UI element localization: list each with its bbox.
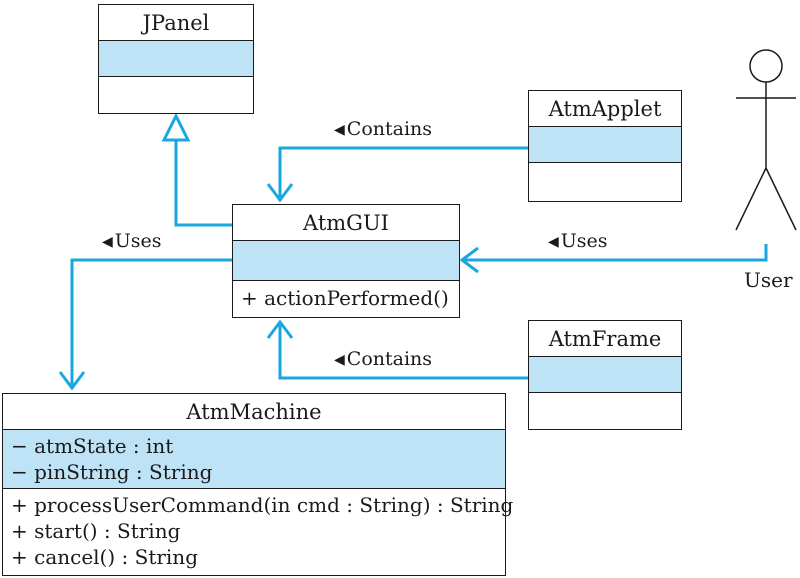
attributes-compartment: [529, 127, 681, 163]
operations-compartment: + processUserCommand(in cmd : String) : …: [3, 489, 514, 570]
operation-row: + processUserCommand(in cmd : String) : …: [11, 493, 514, 517]
class-name: AtmMachine: [3, 394, 505, 430]
class-jpanel[interactable]: JPanel: [98, 4, 254, 114]
class-name: JPanel: [99, 5, 253, 41]
left-triangle-icon: ◀: [548, 234, 559, 250]
class-name: AtmFrame: [529, 321, 681, 357]
left-triangle-icon: ◀: [102, 234, 113, 250]
class-atmapplet[interactable]: AtmApplet: [528, 90, 682, 202]
uses-machine-label: ◀Uses: [102, 230, 162, 252]
user-actor-figure: [735, 49, 797, 231]
left-triangle-icon: ◀: [334, 122, 345, 138]
operation-row: + cancel() : String: [11, 545, 198, 569]
operations-compartment: + actionPerformed(): [233, 281, 459, 311]
user-uses-line: [462, 244, 768, 262]
frame-contains-line: [278, 322, 528, 380]
applet-contains-line: [278, 146, 528, 200]
applet-contains-label: ◀Contains: [334, 118, 433, 140]
user-uses-arrowhead: [459, 246, 479, 274]
gui-uses-machine-arrowhead: [58, 371, 86, 391]
attributes-compartment: [529, 357, 681, 393]
gui-uses-machine-line: [70, 258, 232, 388]
generalization-arrowhead: [161, 112, 191, 142]
frame-contains-label: ◀Contains: [334, 348, 433, 370]
uses-user-label: ◀Uses: [548, 230, 608, 252]
left-triangle-icon: ◀: [334, 352, 345, 368]
class-atmframe[interactable]: AtmFrame: [528, 320, 682, 430]
attributes-compartment: [99, 41, 253, 77]
class-name: AtmGUI: [233, 205, 459, 241]
attribute-row: − pinString : String: [11, 460, 213, 484]
actor-name: User: [744, 268, 793, 292]
class-atmgui[interactable]: AtmGUI + actionPerformed(): [232, 204, 460, 318]
attributes-compartment: − atmState : int − pinString : String: [3, 430, 505, 489]
generalization-line: [174, 140, 232, 227]
operation-row: + start() : String: [11, 519, 181, 543]
class-name: AtmApplet: [529, 91, 681, 127]
attribute-row: − atmState : int: [11, 434, 174, 458]
frame-contains-arrowhead: [266, 319, 294, 339]
attributes-compartment: [233, 241, 459, 281]
applet-contains-arrowhead: [266, 183, 294, 203]
operation-row: + actionPerformed(): [241, 286, 449, 310]
class-atmmachine[interactable]: AtmMachine − atmState : int − pinString …: [2, 393, 514, 576]
